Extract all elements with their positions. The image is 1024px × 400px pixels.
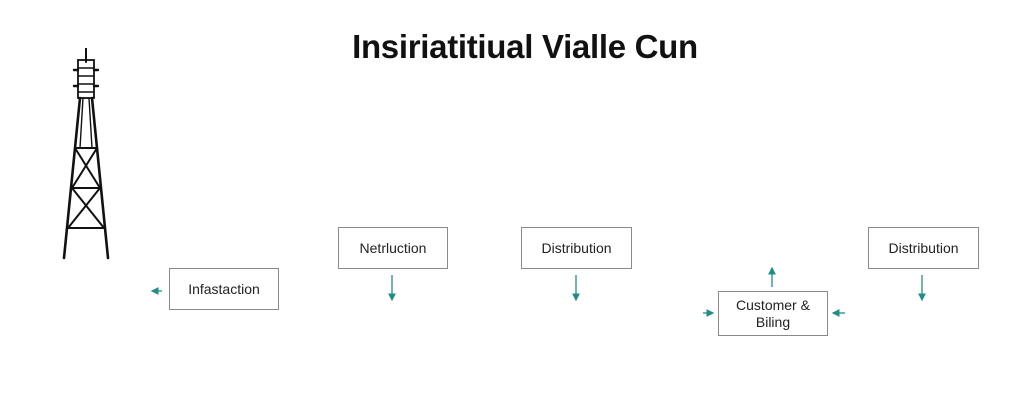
cell-tower-icon: [62, 48, 110, 260]
node-netriluction: Netrluction: [338, 227, 448, 269]
node-infrastaction: Infastaction: [169, 268, 279, 310]
node-customer-billing-line-2: Biling: [755, 313, 791, 330]
node-distribution-2: Distribution: [868, 227, 979, 269]
node-customer-billing-line-1: Customer &: [736, 296, 810, 313]
diagram-title: Insiriatitiual Vialle Cun: [352, 28, 698, 65]
node-netriluction-label: Netrluction: [359, 239, 427, 256]
node-distribution-2-label: Distribution: [888, 239, 959, 256]
node-distribution-1: Distribution: [521, 227, 632, 269]
node-customer-billing: Customer & Biling: [718, 291, 828, 336]
node-distribution-1-label: Distribution: [541, 239, 612, 256]
node-infrastaction-label: Infastaction: [188, 280, 260, 297]
